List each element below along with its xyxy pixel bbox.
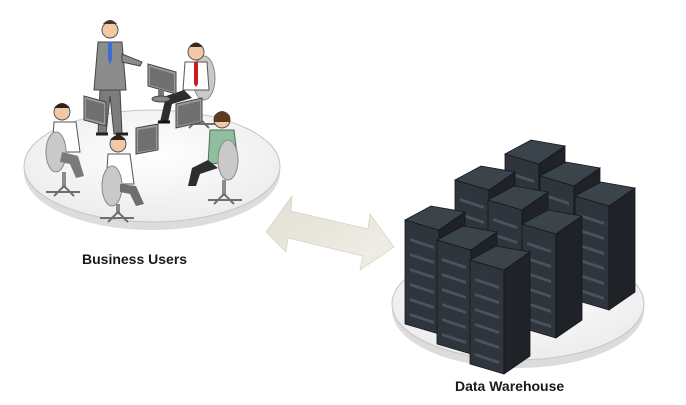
monitor-icon <box>147 63 177 103</box>
seated-man-red-tie-figure <box>158 42 210 124</box>
rack-top <box>503 139 567 165</box>
rack-slot <box>442 258 466 269</box>
monitor-icon <box>175 97 203 129</box>
seated-man-front-figure <box>100 123 159 223</box>
rack-slot <box>580 289 604 300</box>
rack-slot <box>475 278 499 289</box>
rack-slot <box>493 218 517 229</box>
rack-slot <box>527 272 551 283</box>
rack-slot <box>460 213 484 224</box>
rack-top <box>573 181 637 207</box>
server-rack-icon <box>520 209 584 339</box>
data-warehouse-label: Data Warehouse <box>455 378 565 394</box>
rack-slot <box>410 268 434 279</box>
rack-top <box>538 161 602 187</box>
rack-slot <box>580 244 604 255</box>
rack-slot <box>580 214 604 225</box>
rack-top <box>468 245 532 271</box>
rack-slot <box>580 259 604 270</box>
rack-slot <box>527 242 551 253</box>
rack-slot <box>510 172 534 183</box>
rack-slot <box>527 302 551 313</box>
rack-slot <box>442 333 466 344</box>
rack-slot <box>475 293 499 304</box>
rack-top <box>403 205 467 231</box>
rack-slot <box>410 253 434 264</box>
server-rack-icon <box>468 245 532 375</box>
rack-slot <box>410 313 434 324</box>
rack-top <box>435 225 499 251</box>
rack-slot <box>475 353 499 364</box>
server-rack-icon <box>573 181 637 311</box>
rack-slot <box>410 298 434 309</box>
rack-slot <box>460 198 484 209</box>
rack-top <box>520 209 584 235</box>
rack-slot <box>475 323 499 334</box>
rack-slot <box>442 288 466 299</box>
rack-slot <box>527 257 551 268</box>
business-users-label: Business Users <box>82 251 188 267</box>
rack-top <box>453 165 517 191</box>
rack-slot <box>580 274 604 285</box>
rack-slot <box>410 238 434 249</box>
rack-side <box>555 215 583 339</box>
seated-woman-green-figure <box>188 111 242 205</box>
server-rack-cluster-icon <box>403 139 637 375</box>
rack-side <box>608 187 636 311</box>
rack-slot <box>475 338 499 349</box>
rack-slot <box>545 194 569 205</box>
business-users-group-icon <box>45 20 242 223</box>
seated-man-left-figure <box>45 95 107 197</box>
rack-slot <box>442 303 466 314</box>
rack-slot <box>527 287 551 298</box>
rack-side <box>503 251 531 375</box>
rack-slot <box>442 318 466 329</box>
rack-slot <box>410 283 434 294</box>
rack-slot <box>442 273 466 284</box>
rack-slot <box>493 233 517 244</box>
rack-top <box>486 185 550 211</box>
bidirectional-arrow-icon <box>265 194 395 271</box>
rack-slot <box>580 229 604 240</box>
rack-slot <box>475 308 499 319</box>
rack-slot <box>527 317 551 328</box>
